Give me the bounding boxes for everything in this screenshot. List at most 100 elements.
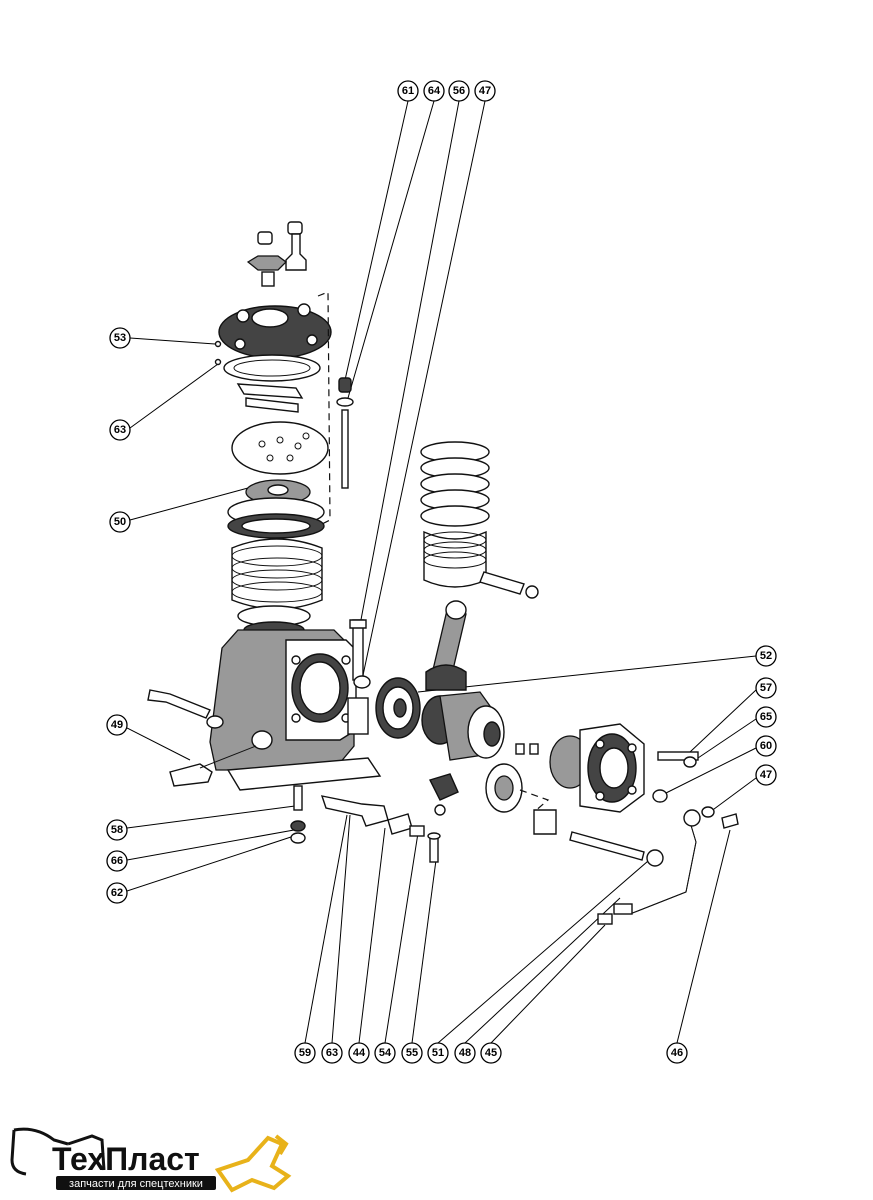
callout-circle: [374, 1042, 396, 1064]
leader-50: [129, 487, 249, 521]
brand-name: ТехПласт: [52, 1141, 200, 1177]
callout-number: 45: [485, 1047, 497, 1059]
leader-60: [661, 747, 757, 796]
cylinder-block: [231, 538, 323, 639]
callout-circle: [755, 677, 777, 699]
excavator-outline-icon: [10, 1127, 106, 1176]
callout-c54: 54: [374, 1042, 396, 1064]
callout-number: 51: [432, 1047, 444, 1059]
leader-47a: [361, 100, 486, 681]
callout-circle: [294, 1042, 316, 1064]
leader-49: [126, 727, 191, 761]
callout-c57: 57: [755, 677, 777, 699]
callout-circle: [755, 645, 777, 667]
oil-pipe: [569, 806, 739, 925]
leader-62: [126, 835, 295, 892]
leader-44: [358, 827, 386, 1044]
leader-lines: [126, 100, 757, 1044]
callout-number: 47: [479, 85, 491, 97]
callout-number: 62: [111, 887, 123, 899]
valve-plate-assembly: [227, 421, 329, 539]
callout-circle: [106, 819, 128, 841]
callout-circle: [106, 850, 128, 872]
callout-c61: 61: [397, 80, 419, 102]
callout-c53: 53: [109, 327, 131, 349]
callout-number: 46: [671, 1047, 683, 1059]
callout-number: 60: [760, 740, 772, 752]
callout-c55: 55: [401, 1042, 423, 1064]
callout-c50: 50: [109, 511, 131, 533]
callout-number: 61: [402, 85, 414, 97]
callout-c51: 51: [427, 1042, 449, 1064]
excavator-arm-icon: [214, 1134, 292, 1193]
callout-c47a: 47: [474, 80, 496, 102]
callout-circle: [109, 419, 131, 441]
callout-c46: 46: [666, 1042, 688, 1064]
callout-c65: 65: [755, 706, 777, 728]
callout-circle: [474, 80, 496, 102]
leader-65: [694, 718, 757, 761]
leader-54: [384, 832, 419, 1044]
callout-number: 64: [428, 85, 441, 97]
leader-45: [490, 924, 606, 1044]
callout-circle: [397, 80, 419, 102]
leader-48: [464, 897, 621, 1044]
callout-number: 55: [406, 1047, 418, 1059]
crankshaft-gear: [421, 691, 557, 835]
callout-number: 65: [760, 711, 772, 723]
callout-number: 54: [379, 1047, 392, 1059]
leader-47b: [709, 777, 757, 813]
callout-number: 44: [353, 1047, 366, 1059]
brand-tagline: запчасти для спецтехники: [69, 1178, 203, 1190]
callout-circle: [348, 1042, 370, 1064]
callout-c56: 56: [448, 80, 470, 102]
callout-number: 53: [114, 332, 126, 344]
callout-c62: 62: [106, 882, 128, 904]
piston-assembly: [420, 441, 539, 691]
callout-number: 63: [114, 424, 126, 436]
leader-63a: [129, 363, 219, 429]
callout-c49: 49: [106, 714, 128, 736]
leader-46: [676, 829, 731, 1044]
leader-59: [304, 814, 348, 1044]
callout-c45: 45: [480, 1042, 502, 1064]
callout-number: 48: [459, 1047, 471, 1059]
leader-61: [344, 100, 409, 381]
leader-58: [126, 805, 296, 829]
callout-circle: [755, 764, 777, 786]
stud-bolt: [336, 377, 371, 689]
callout-c60: 60: [755, 735, 777, 757]
cylinder-head-assembly: [214, 221, 332, 525]
tagline-bar: [56, 1176, 216, 1190]
callout-c63a: 63: [109, 419, 131, 441]
callout-circle: [401, 1042, 423, 1064]
callout-circle: [666, 1042, 688, 1064]
leader-57: [689, 689, 757, 753]
callout-c52: 52: [755, 645, 777, 667]
callout-c44: 44: [348, 1042, 370, 1064]
leader-56: [359, 100, 460, 626]
callout-number: 58: [111, 824, 123, 836]
callout-circle: [109, 511, 131, 533]
callout-circle: [454, 1042, 476, 1064]
callout-circle: [427, 1042, 449, 1064]
callout-c64: 64: [423, 80, 445, 102]
callout-number: 47: [760, 769, 772, 781]
callout-number: 66: [111, 855, 123, 867]
callout-circle: [755, 706, 777, 728]
callout-circle: [755, 735, 777, 757]
leader-53: [129, 337, 216, 345]
callout-c58: 58: [106, 819, 128, 841]
callout-number: 52: [760, 650, 772, 662]
leader-63b: [331, 814, 351, 1044]
callout-circle: [448, 80, 470, 102]
callout-circle: [109, 327, 131, 349]
callout-circle: [321, 1042, 343, 1064]
callout-circle: [480, 1042, 502, 1064]
callout-circle: [106, 714, 128, 736]
callout-number: 49: [111, 719, 123, 731]
callout-c59: 59: [294, 1042, 316, 1064]
brand-logo: ТехПласт запчасти для спецтехники: [10, 1127, 292, 1193]
